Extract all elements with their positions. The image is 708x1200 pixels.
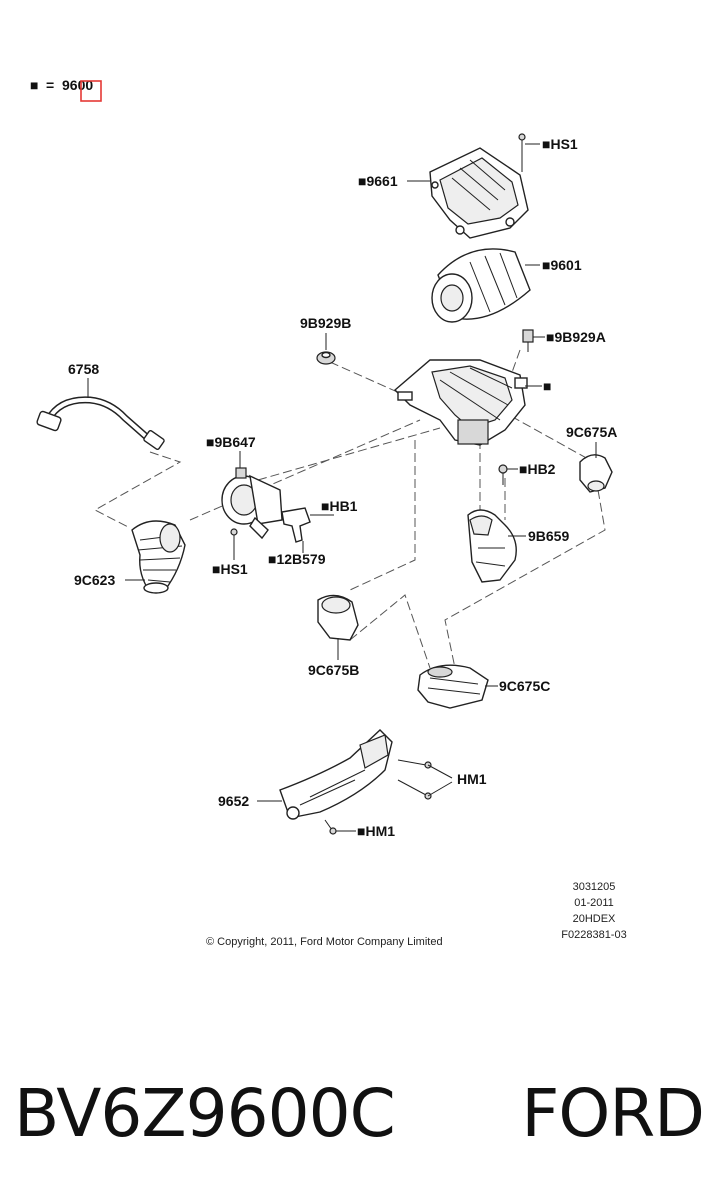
doc-code-4: F0228381-03 (561, 929, 626, 941)
air-cleaner-housing (393, 359, 528, 446)
label-hb2: ■HB2 (519, 461, 556, 477)
duct-9c675a (579, 454, 613, 493)
label-9652: 9652 (218, 793, 249, 809)
label-9c675b: 9C675B (308, 662, 359, 678)
lower-air-duct-9652 (279, 729, 393, 820)
label-9b929a: ■9B929A (546, 329, 606, 345)
label-9c675c: 9C675C (499, 678, 550, 694)
label-9601: ■9601 (542, 257, 582, 273)
bolt-hs1-top (518, 133, 526, 172)
document-codes: 3031205 01-2011 20HDEX F0228381-03 (561, 881, 626, 941)
doc-code-1: 3031205 (573, 881, 616, 893)
doc-code-2: 01-2011 (574, 897, 614, 909)
label-housing-box: ■ (543, 378, 551, 394)
legend-equals: = (46, 77, 54, 93)
copyright-notice: © Copyright, 2011, Ford Motor Company Li… (206, 936, 443, 948)
duct-9c675b (317, 594, 359, 641)
legend-value: 9600 (62, 77, 93, 93)
intake-duct-9c623 (131, 520, 186, 594)
screws-hm1 (324, 759, 432, 835)
label-12b579: ■12B579 (268, 551, 326, 567)
caption-bar: BV6Z9600C FORD (14, 1058, 705, 1168)
bracket-12b579 (281, 507, 334, 543)
label-hs1-top: ■HS1 (542, 136, 578, 152)
exploded-parts-diagram: ■ = 9600 (30, 77, 627, 948)
leader-lines (87, 143, 597, 832)
label-9b929b: 9B929B (300, 315, 351, 331)
sensor-9b929a (522, 329, 534, 352)
legend-symbol: ■ (30, 77, 38, 93)
label-hm1-bottom: ■HM1 (357, 823, 395, 839)
air-filter-element-9601 (431, 248, 531, 323)
label-hm1-right: HM1 (457, 771, 487, 787)
screw-hb2 (498, 464, 508, 485)
screw-hs1-bottom (230, 528, 238, 560)
air-tube-9b659 (467, 509, 517, 583)
label-9b647: ■9B647 (206, 434, 256, 450)
label-9b659: 9B659 (528, 528, 569, 544)
crankcase-vent-hose-6758 (36, 396, 165, 450)
label-hb1: ■HB1 (321, 498, 358, 514)
air-filter-cover-9661 (429, 147, 529, 239)
label-9c623: 9C623 (74, 572, 115, 588)
label-hs1-bottom: ■HS1 (212, 561, 248, 577)
duct-9c675c (417, 664, 489, 709)
legend-highlight-box (80, 80, 102, 102)
label-9c675a: 9C675A (566, 424, 617, 440)
brand-name: FORD (521, 1074, 705, 1152)
mass-air-flow-housing-9b647 (221, 467, 283, 540)
doc-code-3: 20HDEX (573, 913, 616, 925)
grommet-9b929b (316, 351, 336, 365)
part-number: BV6Z9600C (14, 1074, 396, 1152)
label-6758: 6758 (68, 361, 99, 377)
label-9661: ■9661 (358, 173, 398, 189)
